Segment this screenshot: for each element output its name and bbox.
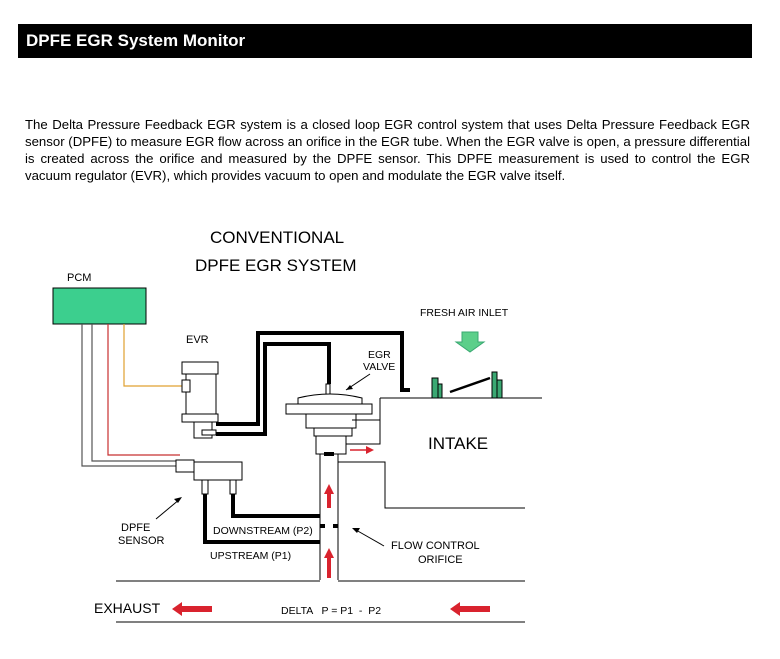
exhaust-arrow-right: [450, 602, 490, 616]
diagram-title-line1: CONVENTIONAL: [210, 228, 344, 247]
fresh-air-arrow: [454, 331, 486, 353]
pcm-box: [52, 287, 147, 325]
exhaust-arrow-left: [172, 602, 212, 616]
orifice-left: [320, 524, 325, 528]
egr-pointer-head: [346, 385, 353, 390]
pcm-wire-gray-2: [91, 324, 178, 462]
orifice-right: [333, 524, 338, 528]
pcm-wire-gray-1: [81, 324, 178, 467]
intro-paragraph: The Delta Pressure Feedback EGR system i…: [25, 117, 750, 183]
egr-passage: [346, 419, 381, 445]
throttle-body: [431, 371, 503, 399]
egr-flow-arrow: [366, 446, 374, 454]
page-title: DPFE EGR System Monitor: [26, 31, 246, 50]
intake-label: INTAKE: [428, 434, 488, 453]
orifice-label-line2: ORIFICE: [418, 554, 463, 566]
delta-p-label: DELTA P = P1 - P2: [281, 605, 381, 617]
dpfe-pointer: [155, 498, 181, 520]
vacuum-hose-evr-egr: [216, 342, 331, 436]
throttle-plate: [449, 376, 491, 394]
pcm-wire-orange: [123, 324, 182, 387]
pcm-label: PCM: [67, 272, 91, 284]
vacuum-hose-to-egr: [216, 331, 410, 426]
orifice-pointer-head: [352, 528, 360, 533]
upstream-hose: [203, 494, 320, 544]
evr-label: EVR: [186, 334, 209, 346]
evr-solenoid: [181, 361, 219, 439]
egr-valve: [285, 383, 373, 455]
downstream-hose: [231, 494, 320, 518]
exhaust-label: EXHAUST: [94, 600, 161, 616]
title-bar: DPFE EGR System Monitor: [18, 24, 752, 58]
egr-tube-top: [324, 452, 334, 456]
dpfe-sensor: [175, 459, 243, 495]
pcm-wire-red: [107, 324, 180, 456]
dpfe-label-line1: DPFE: [121, 522, 150, 534]
egr-label-line2: VALVE: [363, 361, 395, 373]
upstream-label: UPSTREAM (P1): [210, 550, 291, 562]
egr-label-line1: EGR: [368, 349, 391, 361]
fresh-air-label: FRESH AIR INLET: [420, 307, 509, 319]
egr-tube-arrow-lower: [324, 548, 334, 578]
dpfe-pointer-head: [174, 497, 182, 503]
egr-tube-arrow-upper: [324, 484, 334, 508]
intake-runner-lower: [338, 461, 525, 509]
orifice-pointer: [355, 529, 385, 547]
orifice-label-line1: FLOW CONTROL: [391, 540, 480, 552]
downstream-label: DOWNSTREAM (P2): [213, 525, 313, 537]
diagram-title-line2: DPFE EGR SYSTEM: [195, 256, 357, 275]
dpfe-label-line2: SENSOR: [118, 535, 165, 547]
